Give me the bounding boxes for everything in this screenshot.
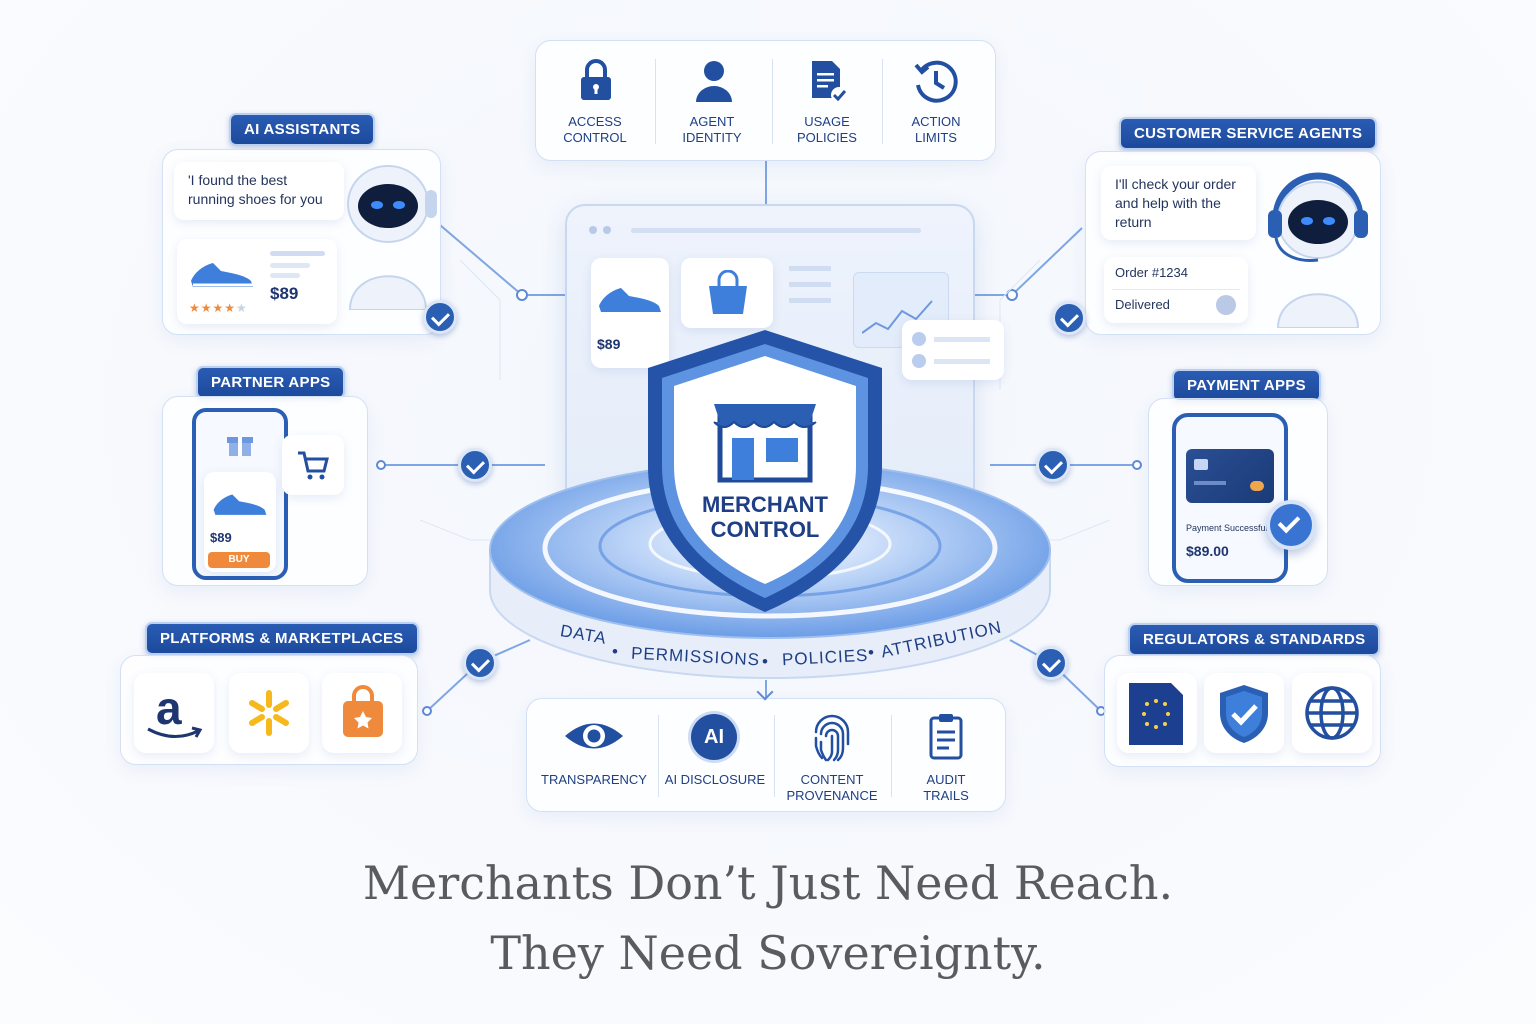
eye-icon [565,723,623,749]
storefront-bag-card [681,258,773,328]
storefront-price: $89 [597,336,621,352]
order-status-card: Order #1234 Delivered [1104,257,1248,323]
shield-title-line-2: CONTROL [710,517,820,542]
payment-status: Payment Successful [1186,523,1268,533]
tagline-line-1: Merchants Don’t Just Need Reach. [362,856,1174,910]
handbag-icon [709,270,747,314]
shopping-cart-icon [298,451,329,480]
ai-assistant-bubble: 'I found the best running shoes for you [174,162,344,220]
customer-service-check-icon [1052,301,1086,335]
customer-service-robot [1268,172,1368,328]
cart-tile [282,435,344,495]
shopping-bag-logo-tile [322,673,402,753]
globe-icon [1305,686,1359,740]
walmart-logo [249,690,289,736]
payment-apps-check-icon [1036,448,1070,482]
partner-apps-check-icon [458,448,492,482]
shopping-bag-logo [343,685,383,737]
order-number: Order #1234 [1115,265,1188,280]
ring-separator: • [612,642,618,661]
user-list-card [902,320,1004,380]
delivered-check-icon [1216,295,1236,315]
regulators-title: REGULATORS & STANDARDS [1128,623,1381,656]
ring-separator: • [868,643,874,662]
clock-icon [914,60,958,103]
tagline-line-2: They Need Sovereignty. [490,926,1046,980]
user-icon [696,61,732,102]
payment-amount: $89.00 [1186,543,1229,559]
regulators-check-icon [1034,646,1068,680]
top-controls-card [535,40,996,161]
sneaker-icon [191,263,253,287]
document-check-icon [812,61,847,103]
ring-separator: • [762,652,768,671]
payment-phone: Payment Successful $89.00 [1172,413,1288,583]
partner-phone: $89 BUY [192,408,288,580]
amazon-logo: a [156,682,182,734]
bottom-controls-card [526,698,1006,812]
amazon-logo-tile: a [134,673,214,753]
eu-document-tile [1117,673,1197,753]
platforms-title: PLATFORMS & MARKETPLACES [145,622,419,655]
customer-service-bubble: I'll check your order and help with the … [1101,166,1256,240]
platforms-check-icon [463,646,497,680]
eu-document-icon [1129,683,1183,745]
shield-check-icon [1220,685,1268,743]
payment-success-check-icon [1266,500,1316,550]
ai-badge-icon: AI [691,714,737,760]
fingerprint-icon [814,714,850,762]
shield-title-line-1: MERCHANT [702,492,828,517]
ai-assistants-check-icon [423,300,457,334]
ai-assistants-title: AI ASSISTANTS [229,113,376,146]
partner-apps-title: PARTNER APPS [196,366,346,399]
sneaker-icon [599,288,661,312]
line-chart-icon [862,300,933,334]
globe-tile [1292,673,1372,753]
clipboard-icon [929,714,963,760]
transparency-label: TRANSPARENCY [541,772,647,787]
product-card: $89 ★★★★★ [177,239,337,324]
sneaker-icon [213,494,267,515]
shield-check-tile [1204,673,1284,753]
customer-service-title: CUSTOMER SERVICE AGENTS [1119,117,1378,150]
storefront-product-card: $89 [591,258,669,368]
payment-apps-title: PAYMENT APPS [1172,369,1321,402]
credit-card [1186,449,1274,503]
storefront-icon [713,404,817,483]
delivery-status: Delivered [1115,297,1170,312]
lock-icon [581,59,611,100]
merchant-shield-icon [648,330,882,612]
walmart-logo-tile [229,673,309,753]
gift-icon [227,437,253,456]
ai-assistant-robot [347,165,437,310]
buy-button[interactable]: BUY [208,552,270,568]
ai-disclosure-label: AI DISCLOSURE [664,772,766,787]
partner-price: $89 [210,530,232,545]
star-rating: ★★★★★ [189,301,248,315]
product-price: $89 [270,284,299,303]
